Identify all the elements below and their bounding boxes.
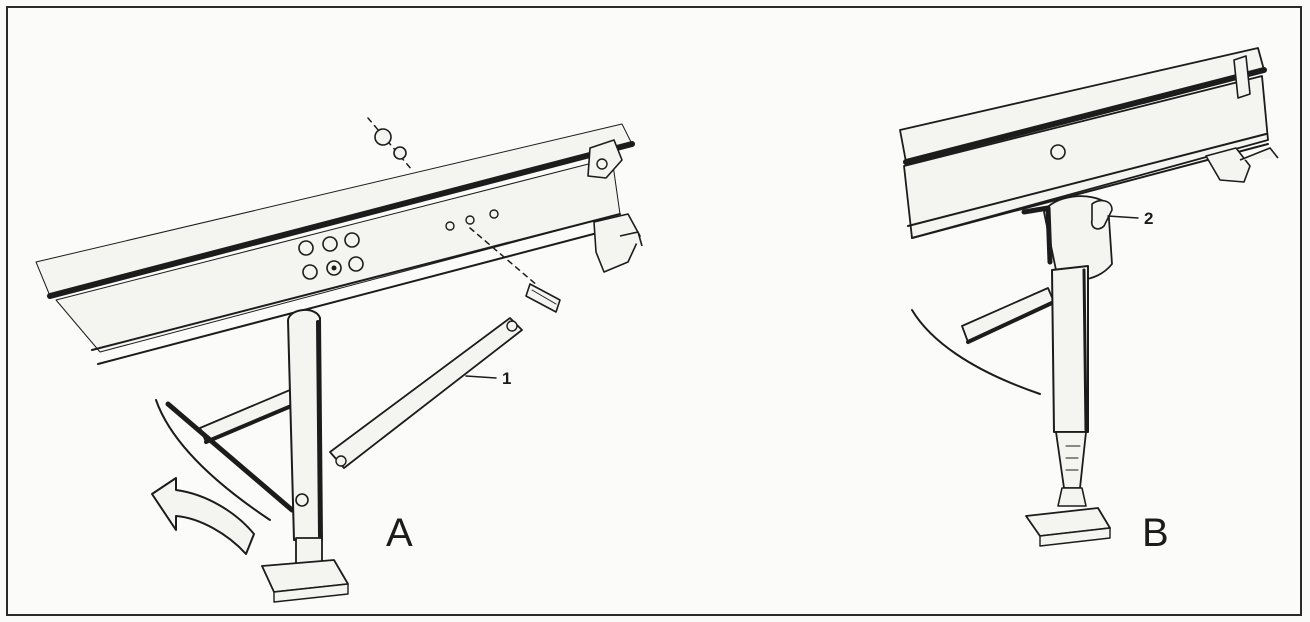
panel-b-illustration: 2 B: [899, 47, 1279, 555]
panel-b-end-clamps: [1205, 55, 1279, 183]
panel-a-brace-bar: [329, 317, 523, 469]
panel-b-wheel-arc: [911, 309, 1041, 395]
panel-b-mount-bracket: [1021, 195, 1113, 281]
panel-b-brace: [961, 287, 1056, 344]
panel-b-label: B: [1142, 511, 1169, 555]
panel-a-nut-and-washer: [367, 117, 413, 171]
panel-a-wheel-arc: [155, 399, 271, 521]
panel-a-end-clamps: [587, 139, 643, 273]
panel-a-lower-rail: [55, 157, 625, 365]
panel-b-foot-plate: [1025, 507, 1111, 547]
panel-a-top-rail: [35, 123, 635, 299]
panel-a-rotation-arrow: [151, 477, 255, 555]
panel-b-callout-2: 2: [1144, 209, 1153, 228]
panel-a-jack-leg: [287, 309, 323, 573]
panel-a-illustration: 1 A: [35, 117, 643, 603]
panel-b-top-rail: [899, 47, 1267, 165]
panel-b-callout-leader: [1107, 215, 1139, 219]
panel-a-callout-1: 1: [502, 369, 511, 388]
panel-a-foot-plate: [261, 559, 349, 603]
panel-a-label: A: [386, 511, 413, 555]
panel-a-callout-leader: [465, 375, 497, 379]
panel-a-bolt: [469, 227, 561, 313]
panel-a-diagonal-strut: [165, 401, 295, 513]
panel-b-jack-leg: [1051, 265, 1089, 507]
panel-a-bolt-cluster: [298, 209, 499, 280]
panel-a-rear-brace: [199, 389, 298, 444]
